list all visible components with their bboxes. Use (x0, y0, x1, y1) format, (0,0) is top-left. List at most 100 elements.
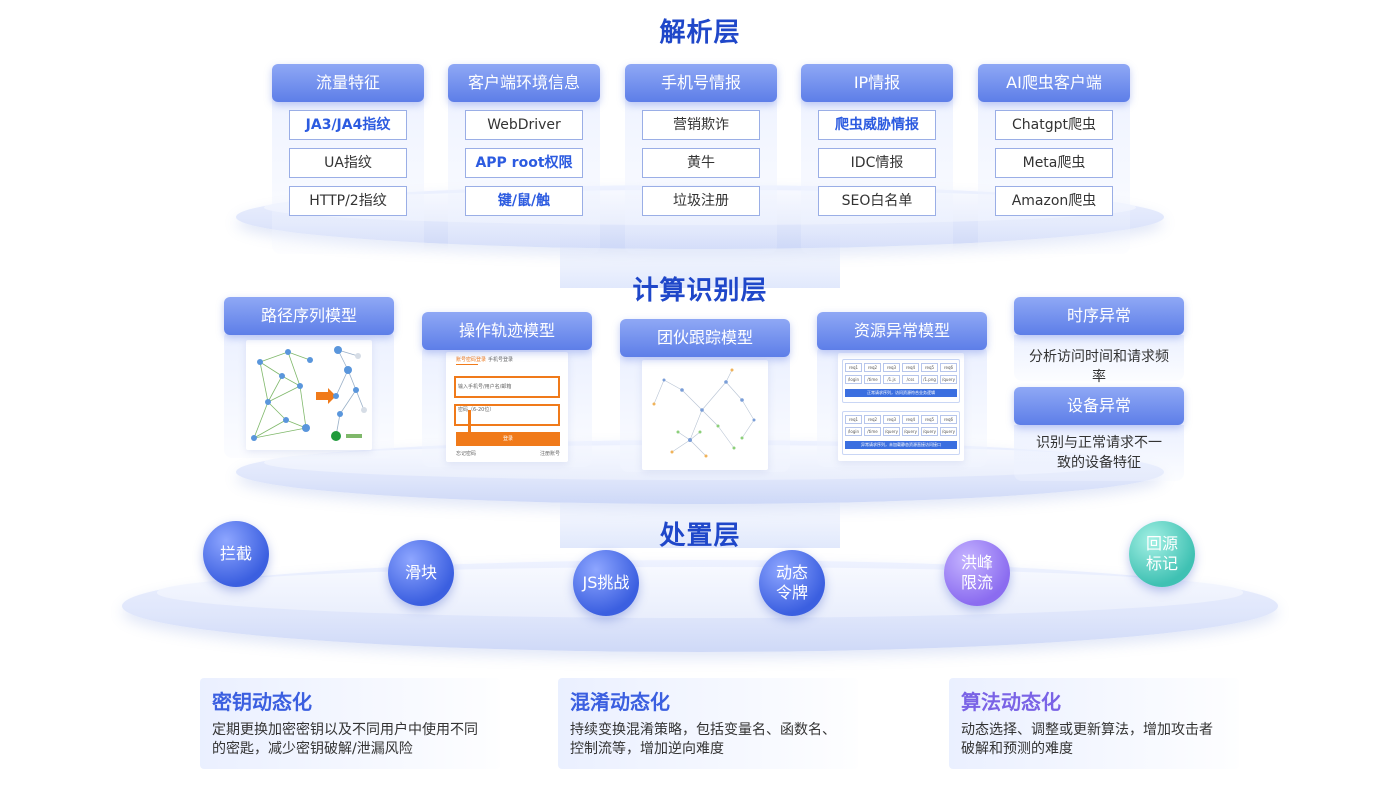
res-cell: req6 (940, 363, 957, 372)
res-group-normal (842, 359, 960, 403)
res-cell: /query (940, 427, 957, 436)
res-cell: /1.png (921, 375, 938, 384)
dispose-platform (122, 560, 1278, 652)
thumb-tab-account: 账号密码登录 (456, 357, 487, 363)
parse-tag: UA指纹 (289, 148, 407, 178)
parse-tag: Chatgpt爬虫 (995, 110, 1113, 140)
parse-group-title: 手机号情报 (625, 64, 777, 102)
light-beam-lower (560, 488, 840, 548)
feature-desc-line2: 控制流等，增加逆向难度 (570, 741, 724, 757)
thumb-field-outline (454, 376, 560, 398)
model-resource-anomaly: 资源异常模型 (817, 312, 987, 350)
feature-title: 混淆动态化 (570, 690, 670, 714)
res-cell: req6 (940, 415, 957, 424)
action-origin-mark: 回源标记 (1129, 521, 1195, 587)
res-bar-abnormal: 异常请求序列，未加载静态资源直接访问接口 (845, 441, 957, 449)
parse-tag: 垃圾注册 (642, 186, 760, 216)
layer-title-parse: 解析层 (659, 18, 741, 48)
parse-tag: HTTP/2指纹 (289, 186, 407, 216)
parse-tag: 黄牛 (642, 148, 760, 178)
parse-tag: 营销欺诈 (642, 110, 760, 140)
model-title: 操作轨迹模型 (422, 312, 592, 350)
res-cell: /login (845, 375, 862, 384)
feature-desc-line1: 持续变换混淆策略，包括变量名、函数名、 (570, 722, 836, 738)
thumb-field-2: 密码（6-20位） (458, 407, 495, 413)
parse-tag: 键/鼠/触 (465, 186, 583, 216)
action-dynamic-token: 动态令牌 (759, 550, 825, 616)
anomaly-desc: 识别与正常请求不一 致的设备特征 (1014, 425, 1184, 481)
parse-group-title: 客户端环境信息 (448, 64, 600, 102)
feature-algorithm-dynamic: 算法动态化 动态选择、调整或更新算法，增加攻击者 破解和预测的难度 (949, 678, 1239, 769)
parse-group-title: IP情报 (801, 64, 953, 102)
anomaly-device: 设备异常 识别与正常请求不一 致的设备特征 (1014, 387, 1184, 481)
anomaly-desc-line2: 致的设备特征 (1057, 455, 1141, 471)
model-title: 资源异常模型 (817, 312, 987, 350)
action-label: 滑块 (404, 563, 437, 582)
model-path-sequence: 路径序列模型 (224, 297, 394, 335)
parse-tag: APP root权限 (465, 148, 583, 178)
path-graph-image (246, 340, 372, 450)
action-label-line2: 令牌 (775, 583, 808, 602)
feature-desc-line2: 的密匙，减少密钥破解/泄漏风险 (212, 741, 413, 757)
parse-group: 手机号情报营销欺诈黄牛垃圾注册 (625, 64, 777, 254)
action-label-line1: 回源 (1145, 534, 1178, 553)
thumb-tab-underline (456, 364, 478, 365)
feature-desc-line1: 动态选择、调整或更新算法，增加攻击者 (961, 722, 1213, 738)
thumb-tab-phone: 手机号登录 (488, 357, 514, 363)
model-gang-tracking: 团伙跟踪模型 (620, 319, 790, 357)
parse-group: 流量特征 JA3/JA4指纹 UA指纹 HTTP/2指纹 (272, 64, 424, 254)
action-label-line2: 限流 (960, 573, 993, 592)
res-cell: /query (921, 427, 938, 436)
action-label: 拦截 (219, 544, 252, 563)
action-label-line1: 动态 (775, 563, 808, 582)
feature-title: 密钥动态化 (212, 690, 312, 714)
res-cell: req5 (921, 415, 938, 424)
thumb-foot-right: 注册账号 (539, 451, 560, 457)
parse-tag: 爬虫威胁情报 (818, 110, 936, 140)
thumb-field-outline-2 (454, 404, 560, 426)
action-slider: 滑块 (388, 540, 454, 606)
action-block: 拦截 (203, 521, 269, 587)
login-form-thumbnail: 账号密码登录 手机号登录 输入手机号/用户名/邮箱 密码（6-20位） 登录 忘… (446, 352, 568, 462)
parse-tag: WebDriver (465, 110, 583, 140)
res-cell: /time (864, 375, 881, 384)
res-cell: req2 (864, 415, 881, 424)
res-cell: /time (864, 427, 881, 436)
model-operation-trajectory: 操作轨迹模型 (422, 312, 592, 350)
action-js-challenge: JS挑战 (573, 550, 639, 616)
parse-tag: Amazon爬虫 (995, 186, 1113, 216)
feature-desc-line1: 定期更换加密密钥以及不同用户中使用不同 (212, 722, 478, 738)
light-beam-upper (560, 232, 840, 288)
res-cell: /login (845, 427, 862, 436)
parse-group-title: AI爬虫客户端 (978, 64, 1130, 102)
res-cell: req3 (883, 363, 900, 372)
res-cell: req3 (883, 415, 900, 424)
res-cell: req5 (921, 363, 938, 372)
parse-tag: Meta爬虫 (995, 148, 1113, 178)
parse-tag: IDC情报 (818, 148, 936, 178)
anomaly-desc-line1: 识别与正常请求不一 (1036, 435, 1162, 451)
res-cell: req4 (902, 363, 919, 372)
anomaly-desc: 分析访问时间和请求频率 (1014, 335, 1184, 385)
model-title: 路径序列模型 (224, 297, 394, 335)
action-label-line2: 标记 (1145, 554, 1178, 573)
anomaly-title: 时序异常 (1014, 297, 1184, 335)
layer-title-dispose: 处置层 (659, 521, 741, 551)
gang-network-image (642, 360, 768, 470)
action-label: JS挑战 (582, 573, 630, 592)
feature-title: 算法动态化 (961, 690, 1061, 714)
parse-tag: JA3/JA4指纹 (289, 110, 407, 140)
res-bar-normal: 正常请求序列，访问资源符合业务逻辑 (845, 389, 957, 397)
parse-group-title: 流量特征 (272, 64, 424, 102)
thumb-login-button: 登录 (456, 432, 560, 446)
layer-title-compute: 计算识别层 (632, 276, 768, 306)
thumb-field-1: 输入手机号/用户名/邮箱 (458, 384, 512, 390)
path-graph-svg (251, 346, 367, 441)
action-rate-limit: 洪峰限流 (944, 540, 1010, 606)
res-group-abnormal (842, 411, 960, 455)
gang-network-svg (652, 368, 756, 458)
res-cell: req2 (864, 363, 881, 372)
